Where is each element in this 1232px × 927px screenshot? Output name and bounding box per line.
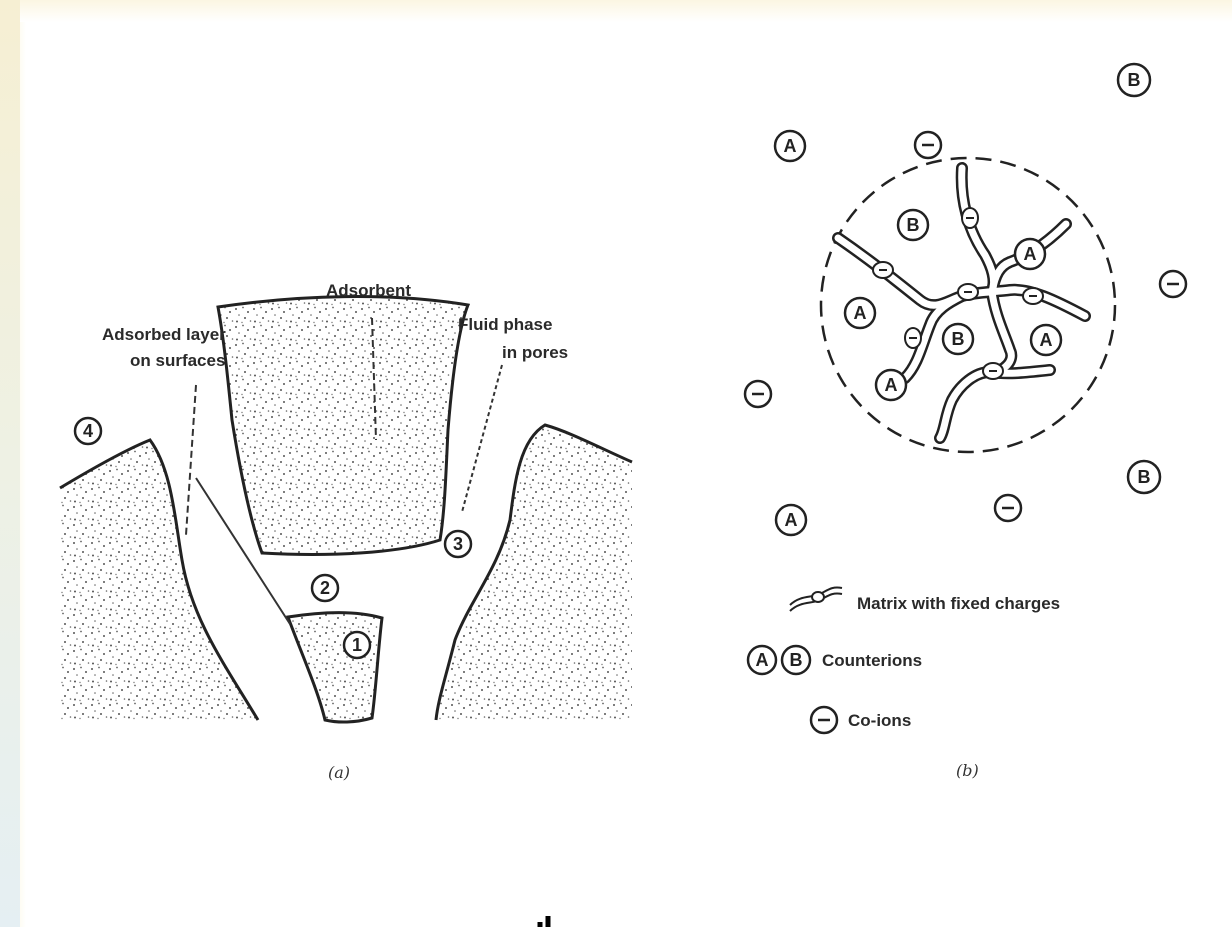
counterion-a: A <box>876 370 906 400</box>
panel-a: Adsorbent Adsorbed layer on surfaces Flu… <box>60 281 632 782</box>
svg-text:A: A <box>784 136 797 156</box>
legend-coions-label: Co-ions <box>848 711 911 730</box>
left-pore-wall <box>60 440 258 720</box>
fixed-charge <box>958 284 978 300</box>
svg-text:3: 3 <box>453 534 463 554</box>
panel-a-caption: (a) <box>328 763 350 782</box>
legend-coion-symbol <box>811 707 837 733</box>
panel-b-caption: (b) <box>956 761 979 780</box>
cut-off-heading-fragment <box>540 916 548 927</box>
svg-text:B: B <box>952 329 965 349</box>
marker-1: 1 <box>344 632 370 658</box>
adsorbent-particle <box>218 297 468 555</box>
counterion-a: A <box>776 505 806 535</box>
fixed-charge <box>983 363 1003 379</box>
counterion-b: B <box>943 324 973 354</box>
svg-text:4: 4 <box>83 421 93 441</box>
fixed-charge <box>905 328 921 348</box>
legend-counterion-b: B <box>782 646 810 674</box>
legend-counterions-label: Counterions <box>822 651 922 670</box>
svg-text:A: A <box>1040 330 1053 350</box>
svg-text:1: 1 <box>352 635 362 655</box>
svg-text:B: B <box>907 215 920 235</box>
small-particle <box>288 613 382 722</box>
co-ion <box>915 132 941 158</box>
counterion-a: A <box>1015 239 1045 269</box>
svg-text:A: A <box>885 375 898 395</box>
marker-4: 4 <box>75 418 101 444</box>
svg-text:A: A <box>756 650 769 670</box>
svg-text:B: B <box>790 650 803 670</box>
counterion-a: A <box>1031 325 1061 355</box>
counterion-a: A <box>775 131 805 161</box>
matrix-network <box>838 168 1085 438</box>
svg-text:B: B <box>1128 70 1141 90</box>
svg-text:A: A <box>854 303 867 323</box>
svg-text:2: 2 <box>320 578 330 598</box>
svg-text:A: A <box>785 510 798 530</box>
legend-counterion-a: A <box>748 646 776 674</box>
marker-3: 3 <box>445 531 471 557</box>
marker-2: 2 <box>312 575 338 601</box>
legend-matrix-label: Matrix with fixed charges <box>857 594 1060 613</box>
fixed-charge <box>873 262 893 278</box>
svg-text:A: A <box>1024 244 1037 264</box>
fixed-charge <box>1023 288 1043 304</box>
svg-text:B: B <box>1138 467 1151 487</box>
panel-b: B A A B A A B A B A Matrix with fixed ch… <box>745 64 1186 780</box>
co-ion <box>745 381 771 407</box>
co-ion <box>1160 271 1186 297</box>
counterion-b: B <box>1118 64 1150 96</box>
fluid-phase-label-line1: Fluid phase <box>458 315 552 334</box>
co-ion <box>995 495 1021 521</box>
adsorbed-layer-label-line1: Adsorbed layer <box>102 325 226 344</box>
counterion-b: B <box>1128 461 1160 493</box>
counterion-a: A <box>845 298 875 328</box>
legend: Matrix with fixed charges A B Counterion… <box>748 587 1060 733</box>
right-pore-wall <box>436 425 632 720</box>
legend-matrix-symbol <box>790 587 842 611</box>
adsorbent-label: Adsorbent <box>326 281 411 300</box>
fluid-phase-label-line2: in pores <box>502 343 568 362</box>
adsorbed-layer-label-line2: on surfaces <box>130 351 225 370</box>
counterion-b: B <box>898 210 928 240</box>
fixed-charge <box>962 208 978 228</box>
